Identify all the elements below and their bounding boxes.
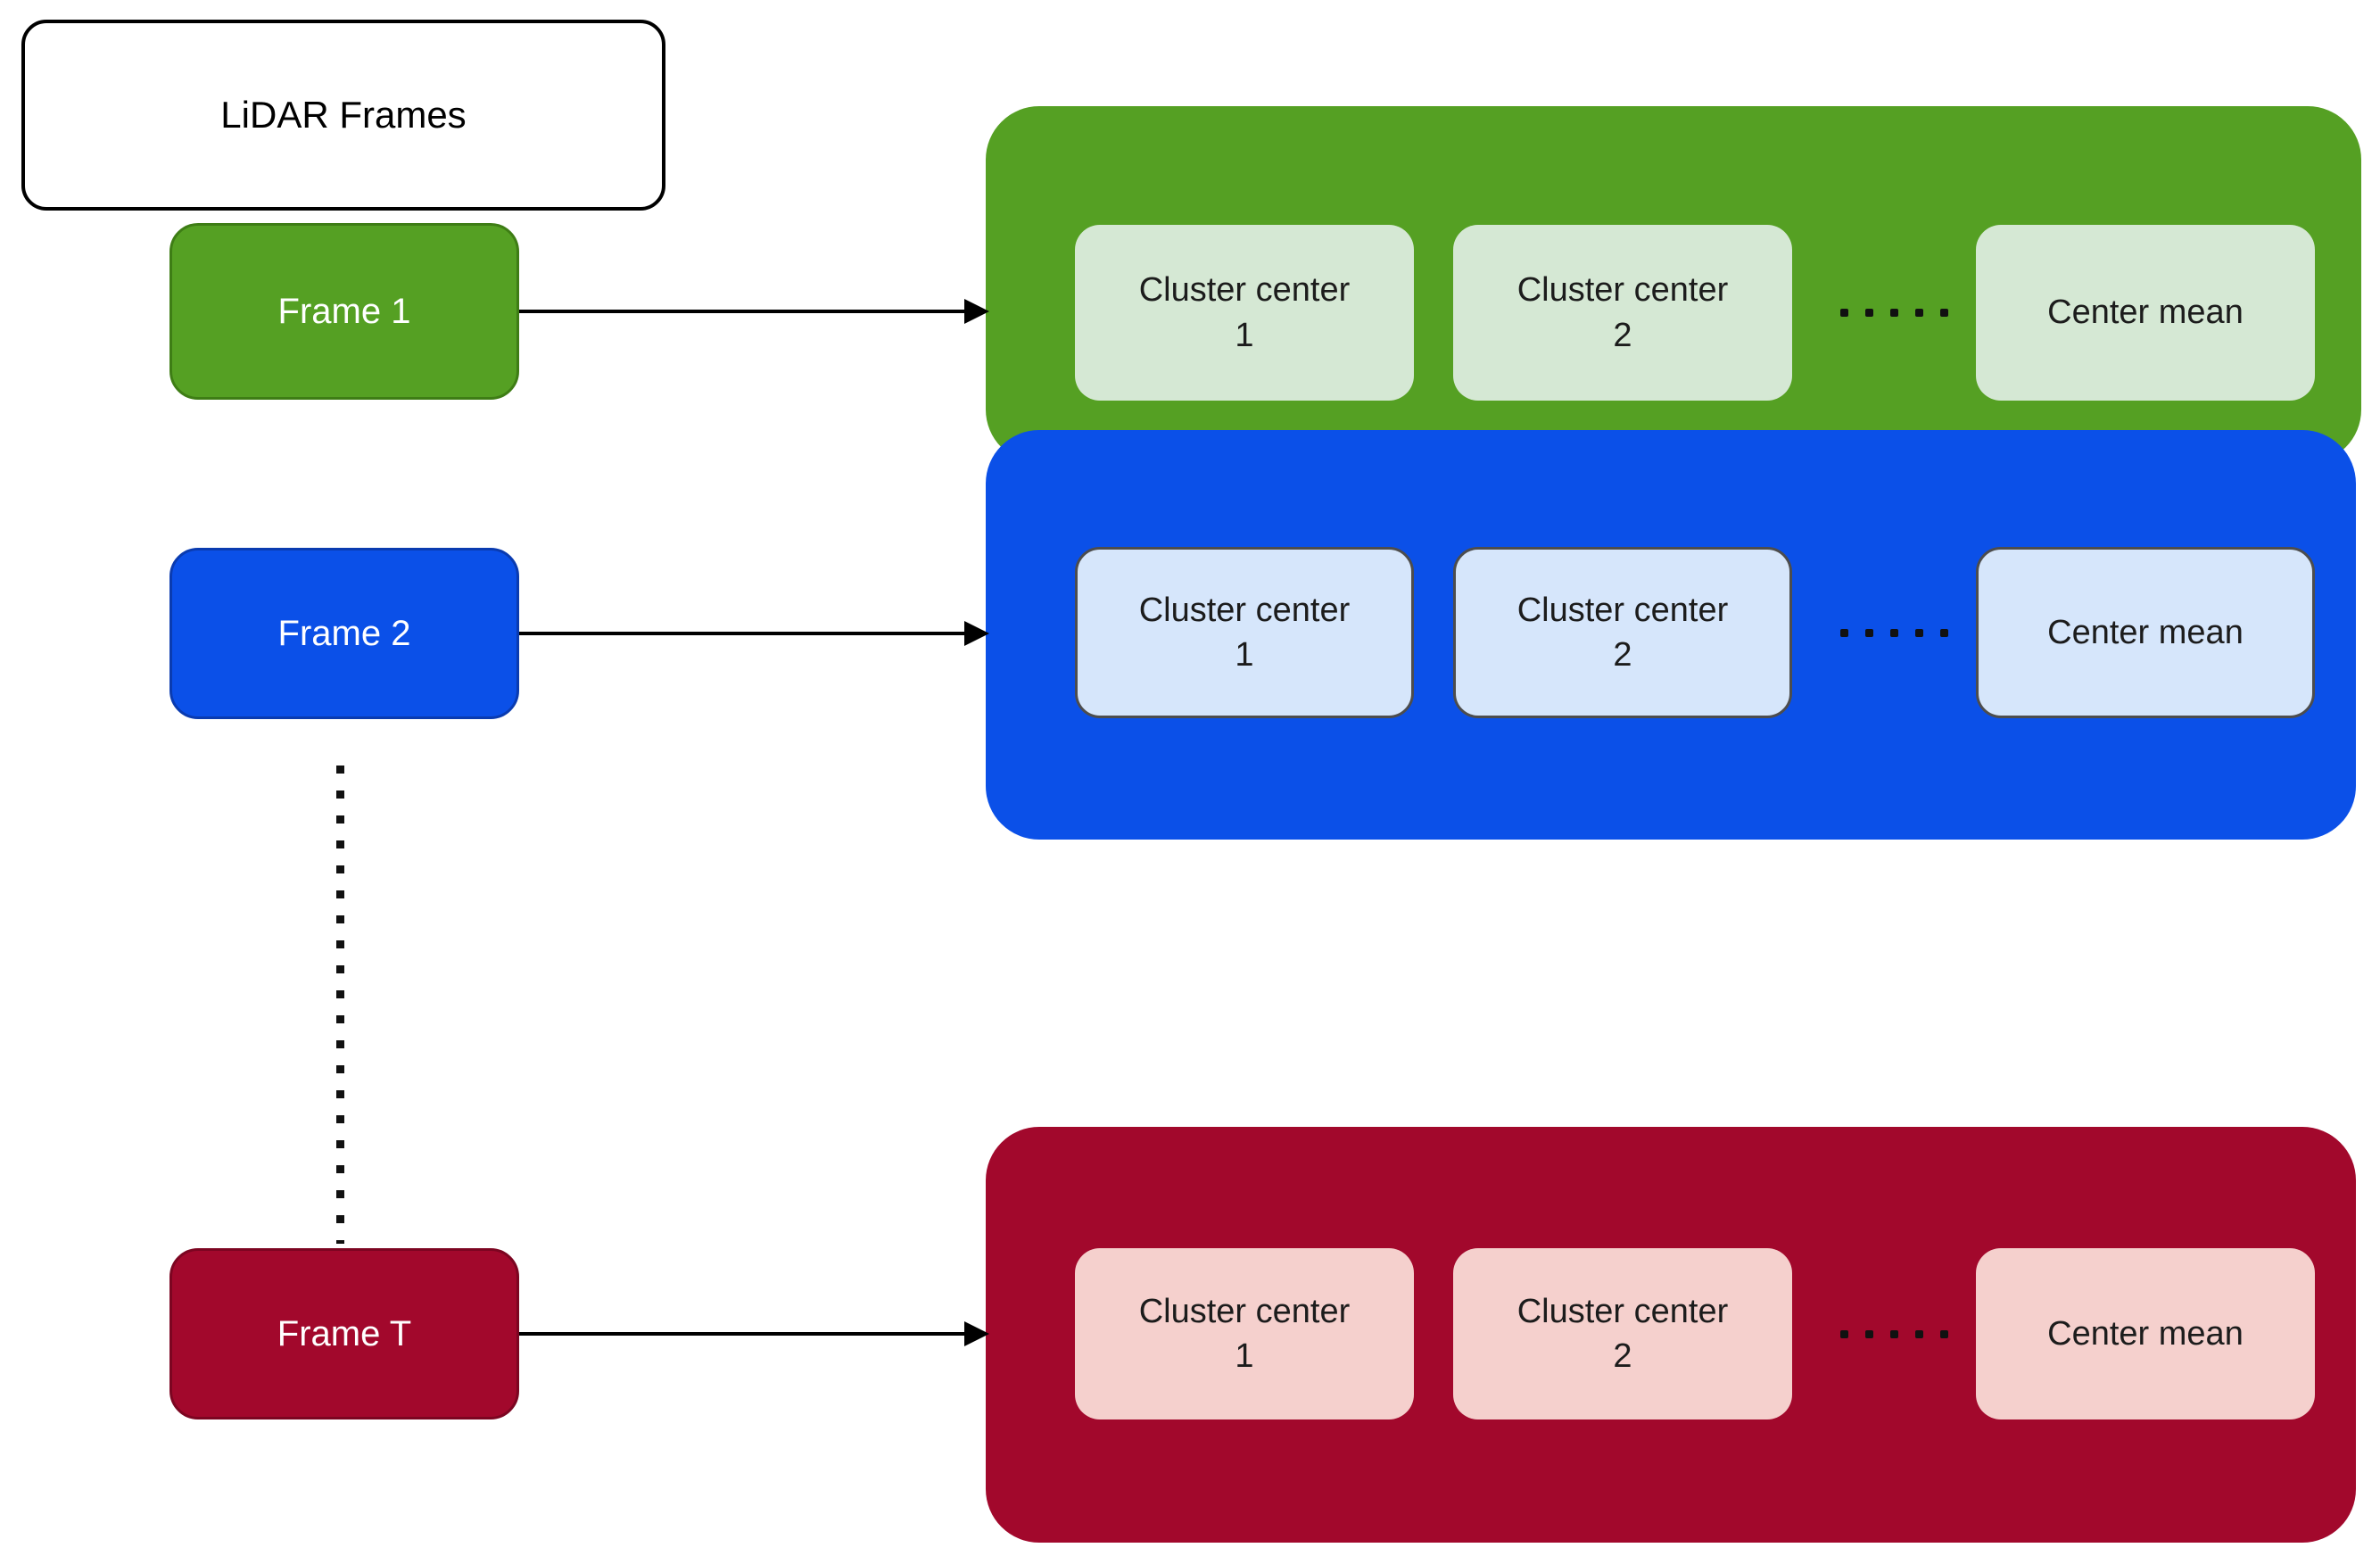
lidar-frames-label: LiDAR Frames xyxy=(220,94,467,136)
frame-1-label: Frame 1 xyxy=(277,291,411,331)
cluster-title: Cluster center xyxy=(1516,1292,1729,1330)
arrow-frame1-to-clusters xyxy=(519,310,967,313)
frame-2-box: Frame 2 xyxy=(169,548,519,719)
cluster-row: Cluster center 1 Cluster center 2 Center… xyxy=(1075,225,2315,401)
cluster-index: 2 xyxy=(1613,316,1632,354)
frame-t-cluster-container: Cluster center 1 Cluster center 2 Center… xyxy=(986,1127,2356,1543)
cluster-title: Cluster center xyxy=(1138,271,1351,310)
cluster-center-1-box: Cluster center 1 xyxy=(1075,1248,1414,1419)
arrow-frame2-to-clusters xyxy=(519,632,967,635)
frame-2-label: Frame 2 xyxy=(277,613,411,653)
cluster-index: 2 xyxy=(1613,636,1632,674)
center-mean-label: Center mean xyxy=(2047,613,2244,651)
cluster-index: 2 xyxy=(1613,1337,1632,1375)
ellipsis-dots-icon xyxy=(1814,1248,1974,1419)
cluster-center-1-box: Cluster center 1 xyxy=(1075,225,1414,401)
center-mean-box: Center mean xyxy=(1976,1248,2315,1419)
cluster-row: Cluster center 1 Cluster center 2 Center… xyxy=(1075,1248,2315,1419)
cluster-index: 1 xyxy=(1235,636,1254,674)
cluster-index: 1 xyxy=(1235,1337,1254,1375)
cluster-title: Cluster center xyxy=(1138,1292,1351,1330)
cluster-index: 1 xyxy=(1235,316,1254,354)
frame-2-cluster-container: Cluster center 1 Cluster center 2 Center… xyxy=(986,430,2356,840)
frame-t-label: Frame T xyxy=(277,1313,412,1353)
frame-t-box: Frame T xyxy=(169,1248,519,1419)
arrow-head-icon xyxy=(964,1321,989,1346)
cluster-center-2-box: Cluster center 2 xyxy=(1453,547,1792,718)
center-mean-label: Center mean xyxy=(2047,294,2244,332)
cluster-center-2-box: Cluster center 2 xyxy=(1453,225,1792,401)
frame-1-cluster-container: Cluster center 1 Cluster center 2 Center… xyxy=(986,106,2361,463)
arrow-frameT-to-clusters xyxy=(519,1332,967,1336)
cluster-center-1-box: Cluster center 1 xyxy=(1075,547,1414,718)
cluster-center-2-box: Cluster center 2 xyxy=(1453,1248,1792,1419)
lidar-frames-box: LiDAR Frames xyxy=(21,20,665,211)
cluster-title: Cluster center xyxy=(1516,591,1729,629)
center-mean-box: Center mean xyxy=(1976,225,2315,401)
frame-1-box: Frame 1 xyxy=(169,223,519,400)
arrow-head-icon xyxy=(964,621,989,646)
ellipsis-dots-icon xyxy=(1814,225,1974,401)
vertical-ellipsis-icon xyxy=(336,766,344,1244)
ellipsis-dots-icon xyxy=(1814,547,1974,718)
cluster-title: Cluster center xyxy=(1138,591,1351,629)
cluster-title: Cluster center xyxy=(1516,271,1729,310)
arrow-head-icon xyxy=(964,299,989,324)
cluster-row: Cluster center 1 Cluster center 2 Center… xyxy=(1075,547,2315,718)
center-mean-label: Center mean xyxy=(2047,1314,2244,1353)
center-mean-box: Center mean xyxy=(1976,547,2315,718)
